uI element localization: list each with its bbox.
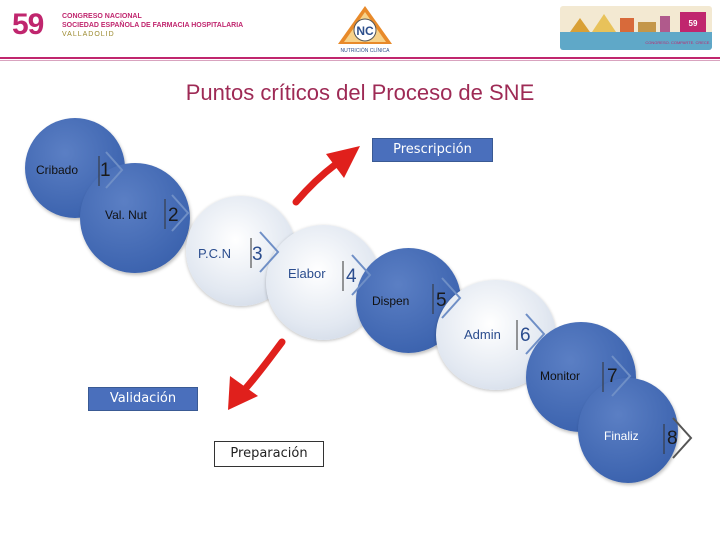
step-label-pcn: P.C.N bbox=[198, 246, 231, 261]
callout-preparacion: Preparación bbox=[214, 441, 324, 467]
chevron-right-icon bbox=[432, 276, 466, 320]
header-divider-thin bbox=[0, 60, 720, 61]
svg-text:59: 59 bbox=[689, 19, 698, 28]
step-label-elabor: Elabor bbox=[288, 266, 326, 281]
congress-line-1: CONGRESO NACIONAL bbox=[62, 12, 243, 21]
slide-title: Puntos críticos del Proceso de SNE bbox=[0, 80, 720, 106]
red-arrow-icon bbox=[222, 336, 292, 416]
step-label-dispen: Dispen bbox=[372, 294, 409, 308]
step-label-monitor: Monitor bbox=[540, 369, 580, 383]
chevron-right-icon bbox=[98, 150, 128, 190]
congress-banner-image: 59 CONGRESO. COMPARTE. CRECE. bbox=[560, 6, 712, 50]
step-label-finaliz: Finaliz bbox=[604, 429, 639, 443]
callout-prescripcion: Prescripción bbox=[372, 138, 493, 162]
header-divider bbox=[0, 57, 720, 59]
step-label-cribado: Cribado bbox=[36, 163, 78, 177]
chevron-right-icon bbox=[250, 230, 284, 274]
nc-logo-caption: NUTRICIÓN CLÍNICA bbox=[341, 47, 391, 54]
red-arrow-icon bbox=[290, 138, 370, 208]
callout-validacion: Validación bbox=[88, 387, 198, 411]
nutricion-clinica-logo: NC NUTRICIÓN CLÍNICA bbox=[330, 4, 400, 54]
congress-number: 59 bbox=[12, 8, 43, 42]
nc-logo-text: NC bbox=[356, 24, 374, 38]
congress-line-2: SOCIEDAD ESPAÑOLA DE FARMACIA HOSPITALAR… bbox=[62, 21, 243, 30]
chevron-right-icon bbox=[516, 312, 550, 356]
congress-city: VALLADOLID bbox=[62, 30, 243, 39]
chevron-right-icon bbox=[164, 193, 194, 233]
banner-caption: CONGRESO. COMPARTE. CRECE. bbox=[645, 40, 710, 45]
chevron-right-icon bbox=[663, 416, 697, 460]
chevron-right-icon bbox=[342, 253, 376, 297]
congress-name: CONGRESO NACIONAL SOCIEDAD ESPAÑOLA DE F… bbox=[62, 12, 243, 39]
step-label-admin: Admin bbox=[464, 327, 501, 342]
chevron-right-icon bbox=[602, 354, 636, 398]
step-label-val-nut: Val. Nut bbox=[105, 208, 147, 222]
